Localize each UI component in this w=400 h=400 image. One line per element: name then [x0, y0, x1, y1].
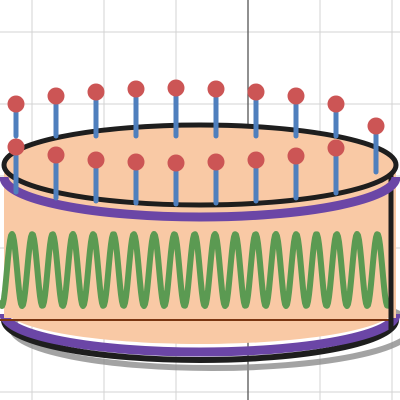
candle-flame [167, 79, 185, 97]
candle-flame [247, 151, 265, 169]
cake-bottom-frosting-trim [0, 313, 400, 357]
wave-decoration [0, 231, 392, 309]
candle-flame [87, 151, 105, 169]
candle [7, 138, 25, 195]
cake-bottom-outline [1, 319, 399, 363]
candle-flame [247, 83, 265, 101]
candle-flame [47, 87, 65, 105]
candle-flame [127, 80, 145, 98]
candle [287, 147, 305, 201]
candle-flame [47, 146, 65, 164]
candle [207, 80, 225, 139]
candle [167, 79, 185, 139]
back-candle-row [7, 79, 385, 175]
candle [367, 117, 385, 175]
candle-flame [327, 95, 345, 113]
candle-flame [87, 83, 105, 101]
candle [327, 139, 345, 196]
candle-flame [287, 147, 305, 165]
candle [167, 154, 185, 207]
candle-flame [207, 80, 225, 98]
candle-flame [287, 87, 305, 105]
candle [47, 87, 65, 139]
candle [7, 95, 25, 139]
candle [87, 151, 105, 204]
candle [87, 83, 105, 139]
candle [327, 95, 345, 139]
candle-flame [327, 139, 345, 157]
candle [127, 153, 145, 206]
candle-flame [167, 154, 185, 172]
candle-flame [207, 153, 225, 171]
cake-top-frosting-trim [0, 176, 400, 222]
front-candle-row [7, 138, 345, 207]
candle-flame [127, 153, 145, 171]
candle [207, 153, 225, 206]
candle-flame [367, 117, 385, 135]
candle-flame [7, 95, 25, 113]
candle [247, 151, 265, 204]
cake [0, 79, 400, 371]
candle [127, 80, 145, 139]
candle [247, 83, 265, 139]
candle [47, 146, 65, 201]
candle-flame [7, 138, 25, 156]
candle [287, 87, 305, 139]
